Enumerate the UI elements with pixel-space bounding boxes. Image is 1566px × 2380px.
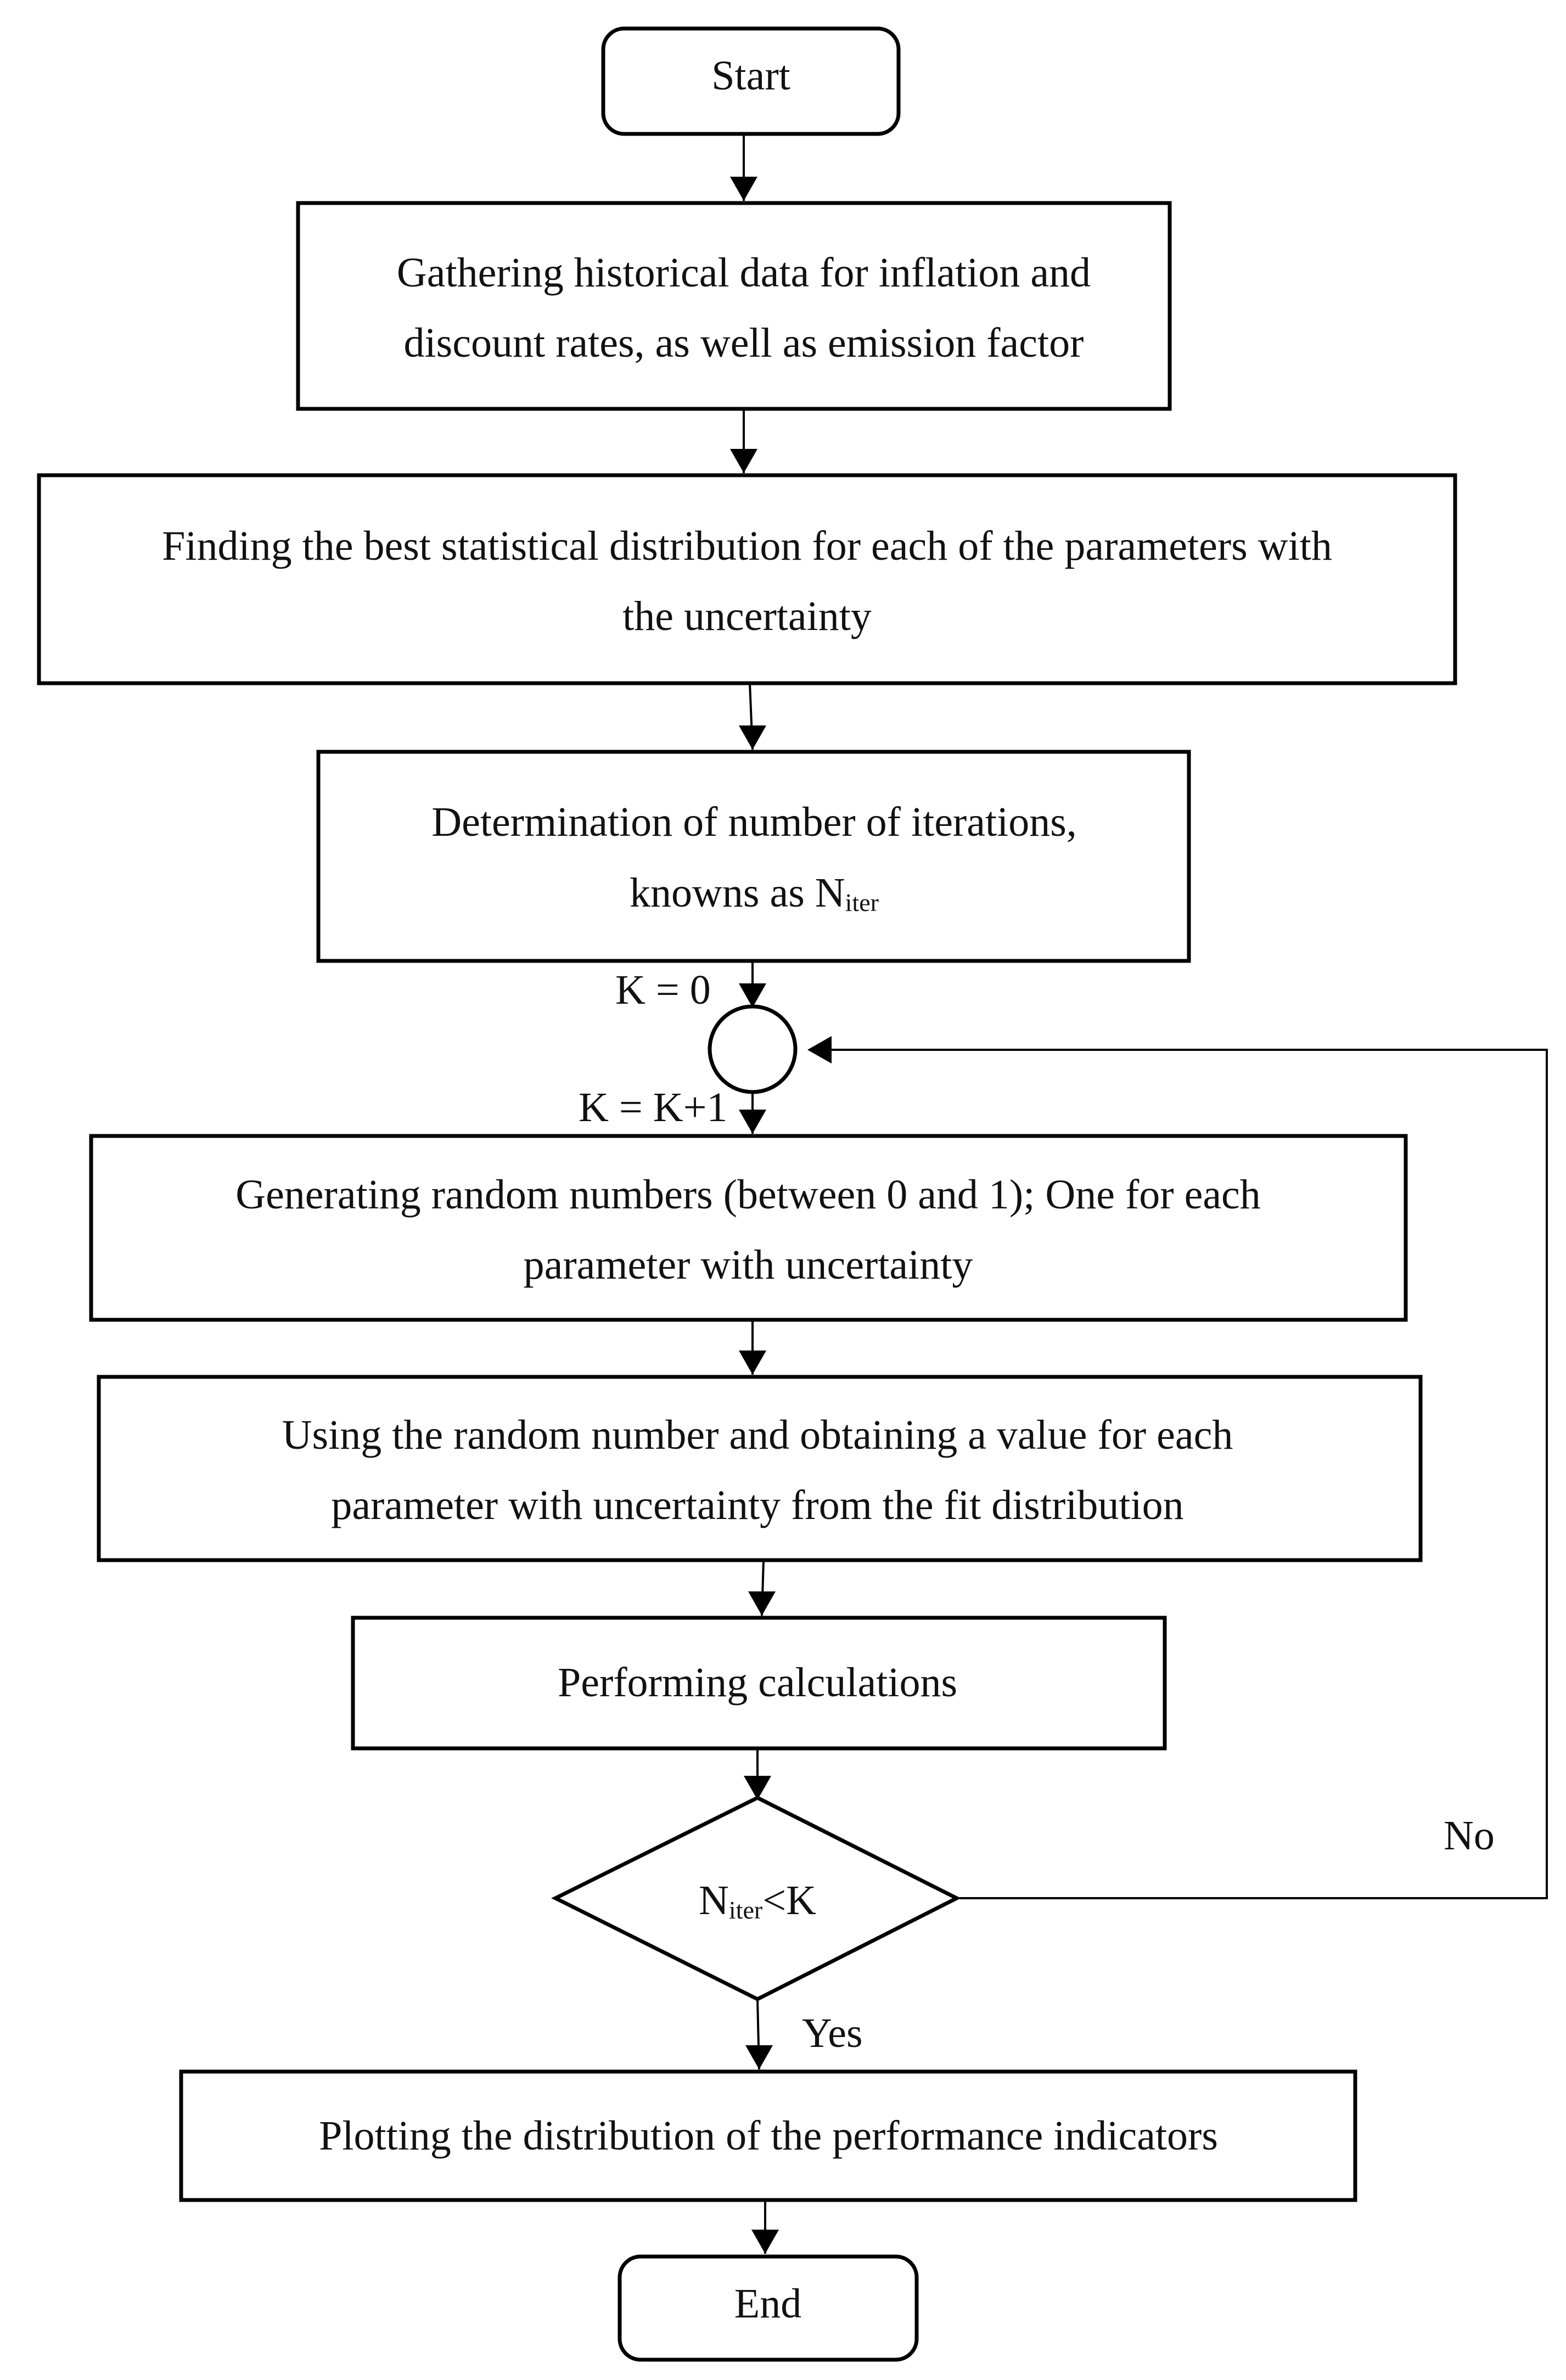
arrowhead-perform-to-decision <box>744 1776 771 1800</box>
generate-line-2: parameter with uncertainty <box>524 1242 973 1288</box>
decision-label: Niter<K <box>699 1877 816 1924</box>
end-node: End <box>618 2254 919 2362</box>
determine-iterations-step: Determination of number of iterations, k… <box>316 750 1191 963</box>
k-init-label: K = 0 <box>615 967 711 1013</box>
arrowhead-junction-to-generate <box>739 1110 766 1134</box>
iteration-check-decision: Niter<K <box>551 1796 961 2001</box>
plot-distribution-step: Plotting the distribution of the perform… <box>179 2069 1357 2202</box>
determine-line-1: Determination of number of iterations, <box>431 799 1077 845</box>
gather-line-1: Gathering historical data for inflation … <box>397 250 1091 296</box>
using-line-1: Using the random number and obtaining a … <box>282 1412 1233 1458</box>
decision-label-subscript: iter <box>729 1896 762 1924</box>
determine-line-2: knowns as Niter <box>630 870 879 916</box>
arrowhead-determine-to-junction <box>739 983 766 1008</box>
using-line-2: parameter with uncertainty from the fit … <box>331 1482 1183 1528</box>
start-label: Start <box>711 53 790 99</box>
arrowhead-generate-to-using <box>739 1351 766 1375</box>
find-line-2: the uncertainty <box>622 593 872 639</box>
start-node: Start <box>601 26 901 136</box>
perform-label: Performing calculations <box>558 1659 957 1706</box>
arrowhead-decision-no-loop <box>807 1036 832 1064</box>
find-distribution-step: Finding the best statistical distributio… <box>37 473 1457 685</box>
sample-values-step: Using the random number and obtaining a … <box>97 1375 1423 1562</box>
no-branch-label: No <box>1444 1813 1495 1859</box>
end-label: End <box>734 2281 801 2327</box>
arrowhead-decision-yes-to-plot <box>745 2045 773 2069</box>
edge-decision-no-loop <box>818 1049 1548 1899</box>
determine-line-2-prefix: knowns as N <box>630 870 845 916</box>
decision-label-prefix: N <box>699 1877 729 1923</box>
determine-line-2-subscript: iter <box>845 888 879 916</box>
k-increment-label: K = K+1 <box>579 1084 728 1130</box>
gather-data-step: Gathering historical data for inflation … <box>296 201 1172 411</box>
arrowhead-plot-to-end <box>751 2230 779 2254</box>
plot-label: Plotting the distribution of the perform… <box>319 2113 1218 2159</box>
gather-line-2: discount rates, as well as emission fact… <box>404 320 1084 366</box>
yes-branch-label: Yes <box>802 2010 863 2056</box>
loop-junction-circle <box>708 1004 798 1094</box>
arrowhead-gather-to-find <box>730 449 757 473</box>
connectors <box>730 134 1548 2254</box>
arrowhead-start-to-gather <box>730 177 757 201</box>
decision-label-suffix: <K <box>762 1877 816 1923</box>
arrowhead-find-to-determine <box>739 725 766 750</box>
arrowhead-using-to-perform <box>748 1591 776 1616</box>
generate-random-step: Generating random numbers (between 0 and… <box>89 1134 1408 1322</box>
perform-calculations-step: Performing calculations <box>351 1616 1167 1751</box>
generate-line-1: Generating random numbers (between 0 and… <box>235 1172 1261 1218</box>
find-line-1: Finding the best statistical distributio… <box>162 523 1332 569</box>
